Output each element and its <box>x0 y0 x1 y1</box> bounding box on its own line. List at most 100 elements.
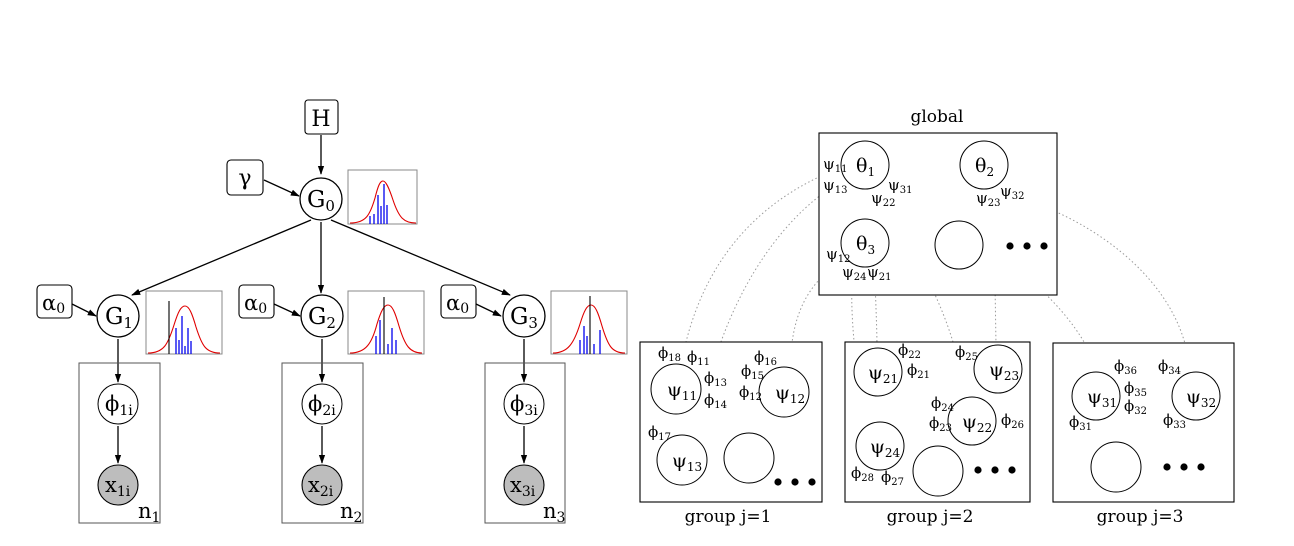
phi3-label: ϕ3i <box>510 392 538 419</box>
g3-ellipsis-dot <box>1163 463 1171 471</box>
g2-phi-label: ϕ23 <box>929 414 952 434</box>
g1-node <box>96 294 140 338</box>
graphical-model: H γ G0 α0 α0 α0 G1 G2 G3 <box>36 99 628 526</box>
g2-psi-label: ψ22 <box>962 411 992 435</box>
g2-phi-label: ϕ25 <box>955 343 978 363</box>
g3-node <box>502 294 546 338</box>
alpha-label-1: α0 <box>42 291 65 317</box>
g2-ellipsis-dot <box>1008 466 1016 474</box>
theta3-label: θ3 <box>856 233 875 257</box>
x3-label: x3i <box>510 473 536 500</box>
n3-label: n3 <box>543 499 565 526</box>
g0-distribution-inset <box>347 169 418 225</box>
phi2-node <box>301 383 343 425</box>
x2-node <box>301 464 343 506</box>
global-empty-atom <box>934 220 984 270</box>
g1-ellipsis-dot <box>808 478 816 486</box>
group-1-label: group j=1 <box>685 507 772 527</box>
alpha-label-3: α0 <box>446 291 469 317</box>
global-label: global <box>910 107 963 127</box>
g2-empty-atom <box>912 445 964 497</box>
g1-psi-atom <box>758 366 810 418</box>
g2-psi-label: ψ24 <box>870 436 901 460</box>
x1-label: x1i <box>105 473 131 500</box>
g1-psi-atom <box>656 434 708 486</box>
g3-psi-atom <box>1171 371 1221 421</box>
x1-node <box>97 464 139 506</box>
global-psi-label: ψ11 <box>823 155 848 175</box>
g3-phi-label: ϕ33 <box>1163 411 1186 431</box>
g1-phi-label: ϕ12 <box>739 383 762 403</box>
g2-ellipsis-dot <box>991 466 999 474</box>
g3-empty-atom <box>1090 441 1142 493</box>
n2-label: n2 <box>340 499 362 526</box>
edge-gamma-g0 <box>263 179 300 197</box>
edge-alpha-g2 <box>273 303 301 317</box>
group-3-box <box>1052 342 1235 503</box>
g1-phi-label: ϕ15 <box>741 362 764 382</box>
g3-psi-label: ψ32 <box>1186 386 1216 410</box>
g1-distribution-inset <box>145 290 223 355</box>
phi3-node <box>503 383 545 425</box>
g2-psi-atom <box>855 421 905 471</box>
g1-phi-label: ϕ11 <box>687 348 710 368</box>
g1-psi-label: ψ13 <box>672 450 702 474</box>
theta1-label: θ1 <box>856 155 875 179</box>
g3-phi-label: ϕ31 <box>1069 413 1092 433</box>
alpha-node-1 <box>36 284 73 319</box>
g3-phi-label: ϕ36 <box>1114 357 1137 377</box>
g1-phi-label: ϕ13 <box>704 369 727 389</box>
g1-empty-atom <box>723 432 775 484</box>
g2-phi-label: ϕ27 <box>881 468 904 488</box>
x3-node <box>503 464 545 506</box>
h-node <box>304 99 339 135</box>
edge-alpha-g1 <box>71 303 97 317</box>
g2-phi-label: ϕ22 <box>898 341 921 361</box>
global-psi-label: ψ32 <box>1000 182 1025 202</box>
edge-g0-g3 <box>330 219 511 296</box>
group-2-label: group j=2 <box>887 507 974 527</box>
g2-node <box>300 294 344 338</box>
g2-psi-atom <box>853 347 903 397</box>
g3-phi-label: ϕ34 <box>1158 357 1181 377</box>
n1-label: n1 <box>138 499 160 526</box>
clustering-illustration: global θ1 θ2 θ3 ψ11 ψ13 ψ31 ψ22 ψ23 ψ32 … <box>639 107 1235 527</box>
global-ellipsis-dot <box>1040 242 1048 250</box>
global-psi-label: ψ22 <box>871 189 896 209</box>
global-psi-label: ψ23 <box>976 189 1001 209</box>
g2-phi-label: ϕ24 <box>931 394 954 414</box>
g3-ellipsis-dot <box>1197 463 1205 471</box>
g2-label: G2 <box>308 304 336 332</box>
g2-psi-atom <box>947 396 997 446</box>
g2-phi-label: ϕ21 <box>907 361 930 381</box>
theta2-label: θ2 <box>975 155 994 179</box>
phi1-label: ϕ1i <box>105 392 133 419</box>
phi1-node <box>97 383 139 425</box>
phi2-label: ϕ2i <box>308 392 336 419</box>
g3-distribution-inset <box>550 290 628 355</box>
edge-g0-g1 <box>131 219 312 296</box>
alpha-node-3 <box>440 284 477 319</box>
g2-distribution-inset <box>347 290 425 355</box>
gamma-label: γ <box>238 166 251 191</box>
g1-phi-label: ϕ18 <box>658 344 681 364</box>
g1-psi-label: ψ11 <box>667 379 697 403</box>
theta3-atom <box>840 218 890 268</box>
x2-label: x2i <box>308 473 334 500</box>
g3-ellipsis-dot <box>1180 463 1188 471</box>
global-psi-label: ψ12 <box>826 245 851 265</box>
g1-psi-label: ψ12 <box>775 382 805 406</box>
plate-2 <box>281 362 364 524</box>
g2-phi-label: ϕ28 <box>851 464 874 484</box>
g1-ellipsis-dot <box>774 478 782 486</box>
alpha-label-2: α0 <box>244 291 267 317</box>
theta1-atom <box>840 140 890 190</box>
global-ellipsis-dot <box>1006 242 1014 250</box>
global-psi-label: ψ13 <box>823 176 848 196</box>
g2-ellipsis-dot <box>974 466 982 474</box>
g1-phi-label: ϕ14 <box>704 391 727 411</box>
g1-phi-label: ϕ17 <box>648 423 671 443</box>
g2-psi-atom <box>973 344 1023 394</box>
h-label: H <box>311 107 330 132</box>
